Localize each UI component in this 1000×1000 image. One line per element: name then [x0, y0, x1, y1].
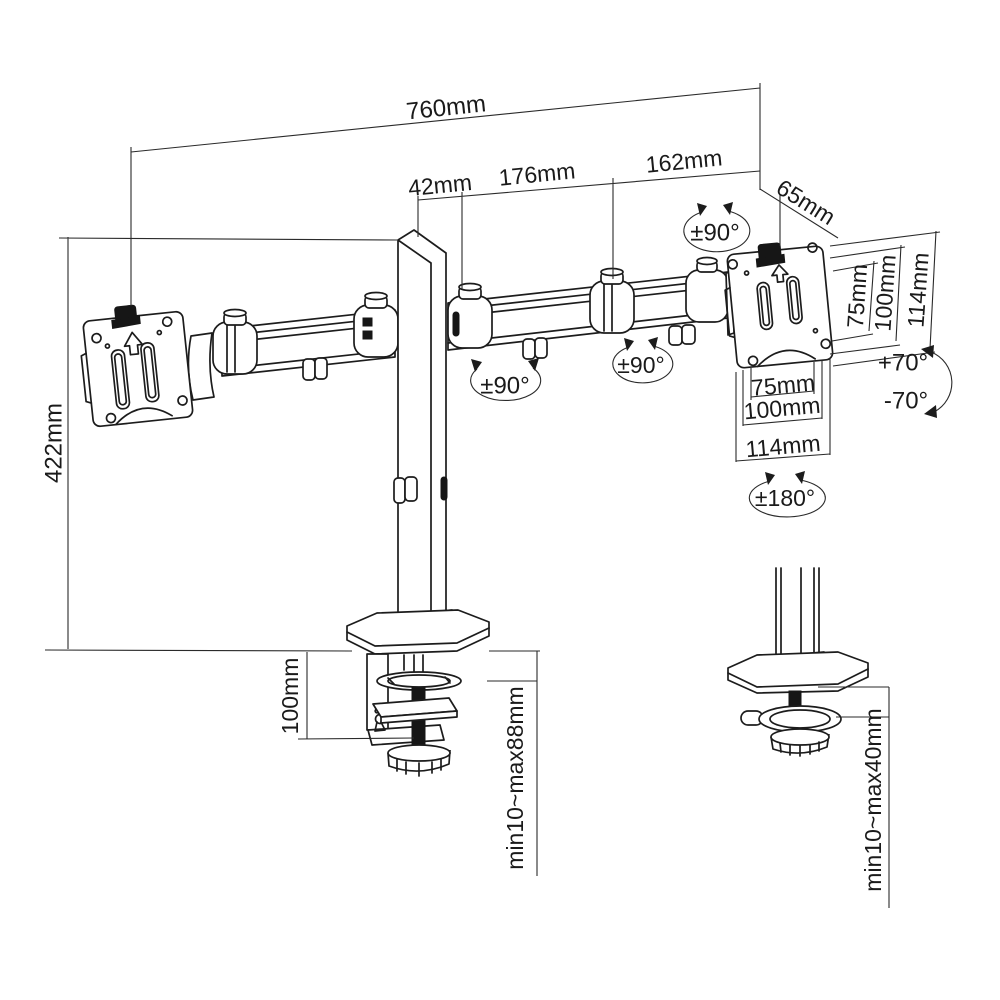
desk-clamp-base: [346, 609, 490, 777]
bottom-arch: [756, 349, 816, 368]
dim-clamp-range: min10~max88mm: [502, 686, 528, 869]
dimension-labels: 760mm 42mm 176mm 162mm 65mm 422mm 100mm …: [40, 90, 933, 891]
dim-pole-height: 422mm: [40, 403, 67, 483]
pole-cable-clip: [393, 477, 406, 504]
dim-clamp-height: 100mm: [277, 658, 303, 735]
right-vesa-plate: [724, 242, 834, 369]
dim-vesa-h-slot: 75mm: [750, 369, 816, 400]
dim-vesa-v-plate: 114mm: [902, 252, 933, 329]
label-swivel-right: ±90°: [617, 352, 664, 378]
label-swivel-left: ±90°: [480, 372, 529, 399]
dim-vesa-v-slot: 75mm: [842, 263, 872, 329]
dim-vesa-h-plate: 114mm: [745, 430, 822, 462]
dim-vesa-arm-offset: 65mm: [772, 174, 840, 230]
tension-knob: [111, 304, 141, 330]
left-ball-joint: [187, 332, 215, 401]
left-vesa-plate: [80, 304, 194, 428]
dim-overall-width: 760mm: [405, 90, 487, 125]
label-screen-rotation: ±180°: [755, 485, 815, 511]
vesa-swivel-arc: [683, 210, 751, 253]
label-tilt-down: -70°: [884, 387, 928, 414]
grommet-mount-detail: [727, 567, 869, 757]
label-tilt-up: +70°: [878, 349, 928, 376]
arm-joints: [187, 256, 735, 401]
swivel-arc-left: [470, 367, 542, 402]
swivel-arc-right: [612, 345, 674, 384]
label-vesa-swivel: ±90°: [690, 219, 739, 246]
rotation-180-arc: [748, 479, 826, 518]
cable-clips: [302, 324, 696, 381]
center-pole: [384, 229, 458, 637]
side-flange: [80, 352, 93, 404]
clamp-knob: [387, 744, 451, 777]
up-arrow-icon: [123, 331, 144, 356]
dim-arm-segment-outer: 162mm: [645, 144, 724, 177]
grommet-nut: [770, 728, 830, 757]
dim-grommet-range: min10~max40mm: [860, 708, 886, 891]
dim-pole-offset: 42mm: [407, 169, 473, 201]
dimension-lines: [44, 83, 941, 908]
dim-vesa-v-pattern: 100mm: [869, 254, 900, 332]
rotation-arrows: [470, 202, 953, 518]
up-arrow-icon: [771, 264, 789, 283]
dim-arm-segment-inner: 176mm: [498, 157, 577, 190]
bottom-arch: [114, 407, 173, 426]
side-flange: [724, 286, 736, 339]
tension-knob: [755, 242, 786, 268]
tilt-arc: [930, 351, 953, 413]
